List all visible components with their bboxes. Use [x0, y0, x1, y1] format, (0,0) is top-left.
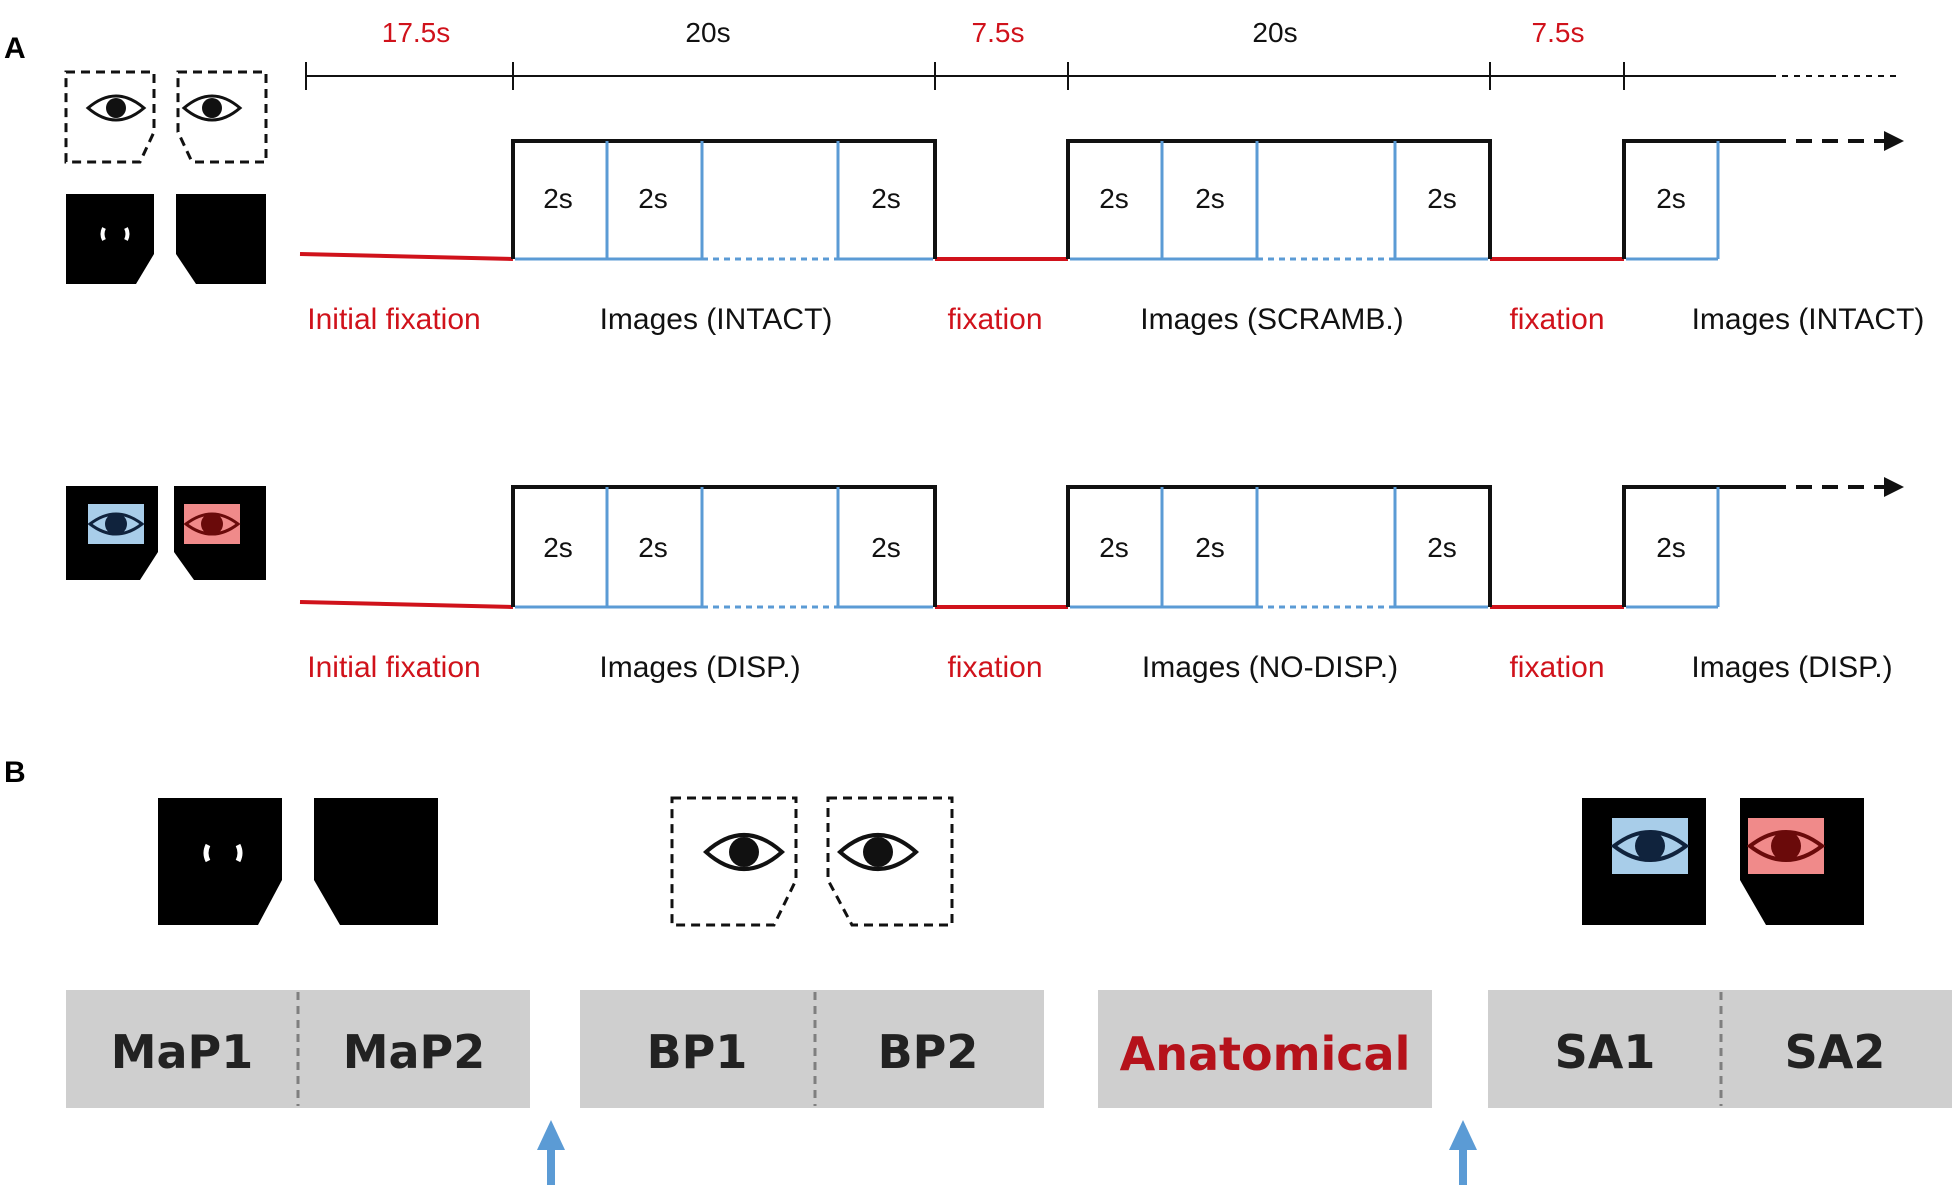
- run-label: MaP1: [111, 1025, 254, 1079]
- block-duration-label: 2s: [1195, 532, 1225, 563]
- phase-label: Images (NO-DISP.): [1142, 651, 1398, 684]
- phase-label: fixation: [947, 303, 1042, 336]
- panel-a-label: A: [4, 32, 26, 65]
- block-duration-label: 2s: [638, 532, 668, 563]
- phase-label: fixation: [1509, 303, 1604, 336]
- eye-patch-icon: [670, 796, 954, 927]
- eye-patch-icon: [64, 70, 268, 164]
- run-label: SA1: [1555, 1025, 1656, 1079]
- phase-label: Images (INTACT): [1692, 303, 1925, 336]
- phase-label: Images (DISP.): [1691, 651, 1892, 684]
- panel-b-label: B: [4, 756, 26, 789]
- timeline-axis: [305, 62, 1900, 90]
- run-block: [580, 990, 1044, 1108]
- block-duration-label: 2s: [1195, 183, 1225, 214]
- phase-label: fixation: [947, 651, 1042, 684]
- anaglyph-eye-icon: [1582, 798, 1864, 925]
- phase-label: Images (DISP.): [599, 651, 800, 684]
- run-block: [1098, 990, 1432, 1108]
- phase-label: Images (INTACT): [600, 303, 833, 336]
- run-label: MaP2: [343, 1025, 486, 1079]
- block-duration-label: 2s: [1427, 532, 1457, 563]
- run-block: [66, 990, 530, 1108]
- block-duration-label: 2s: [1099, 183, 1129, 214]
- block-duration-label: 2s: [1656, 183, 1686, 214]
- eye-icon: [702, 833, 786, 871]
- eye-icon: [85, 94, 147, 122]
- timeline-duration-label: 7.5s: [1532, 17, 1585, 48]
- run-label: BP2: [878, 1025, 979, 1079]
- block-duration-label: 2s: [871, 183, 901, 214]
- block-duration-label: 2s: [1427, 183, 1457, 214]
- eye-icon: [181, 94, 243, 122]
- run-label: SA2: [1785, 1025, 1886, 1079]
- eye-icon: [836, 833, 920, 871]
- block-duration-label: 2s: [543, 532, 573, 563]
- block-design-row: [299, 477, 1904, 609]
- block-duration-label: 2s: [543, 183, 573, 214]
- arrow-right-icon: [1884, 477, 1904, 497]
- eye-patch-icon: [66, 194, 266, 284]
- timeline-duration-label: 17.5s: [382, 17, 451, 48]
- block-duration-label: 2s: [871, 532, 901, 563]
- timeline-duration-label: 7.5s: [972, 17, 1025, 48]
- phase-label: Initial fixation: [307, 303, 480, 336]
- arrow-up-icon: [1449, 1120, 1477, 1185]
- block-duration-label: 2s: [638, 183, 668, 214]
- block-duration-label: 2s: [1656, 532, 1686, 563]
- run-label: Anatomical: [1120, 1027, 1411, 1081]
- timeline-duration-label: 20s: [1252, 17, 1297, 48]
- phase-label: Initial fixation: [307, 651, 480, 684]
- run-label: BP1: [647, 1025, 748, 1079]
- block-duration-label: 2s: [1099, 532, 1129, 563]
- run-block: [1488, 990, 1952, 1108]
- phase-label: Images (SCRAMB.): [1140, 303, 1403, 336]
- arrow-up-icon: [537, 1120, 565, 1185]
- anaglyph-eye-icon: [66, 486, 266, 580]
- eye-patch-icon: [158, 798, 438, 925]
- arrow-right-icon: [1884, 131, 1904, 151]
- block-design-row: [299, 131, 1904, 261]
- timeline-duration-label: 20s: [685, 17, 730, 48]
- phase-label: fixation: [1509, 651, 1604, 684]
